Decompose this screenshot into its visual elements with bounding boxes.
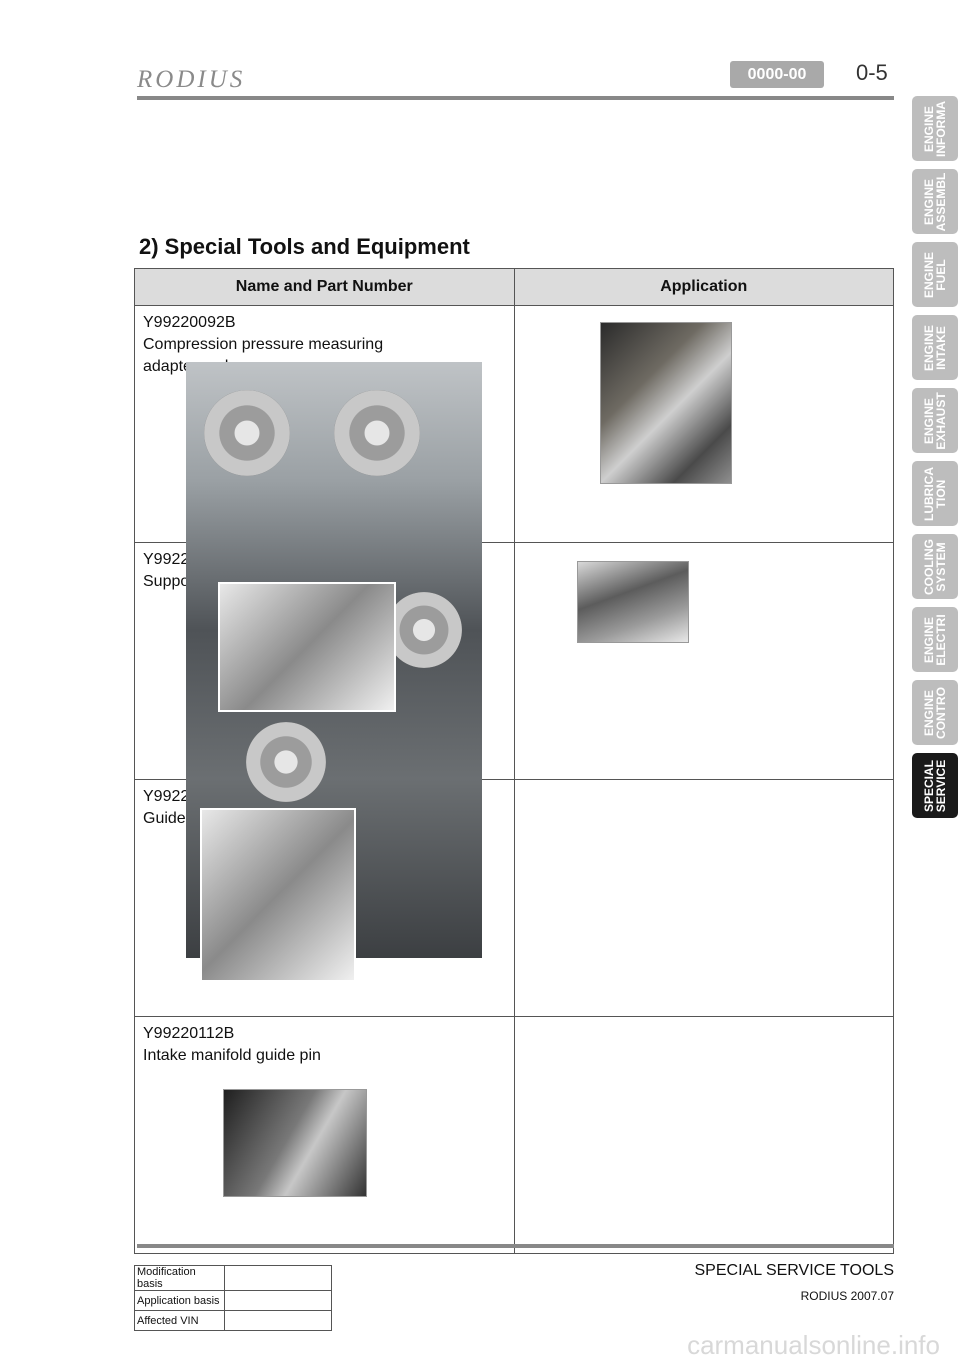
brand-logo: RODIUS: [137, 66, 246, 93]
footer-model-date: RODIUS 2007.07: [800, 1289, 894, 1303]
watermark: carmanualsonline.info: [687, 1330, 940, 1360]
detail-inset-photo: [218, 582, 396, 712]
detail-inset-photo-lower: [200, 808, 356, 982]
tab-special-service[interactable]: SPECIAL SERVICE: [912, 753, 958, 818]
footer-divider: [137, 1244, 894, 1248]
camshaft-sprocket-left: [204, 390, 290, 476]
affected-vin-label: Affected VIN: [134, 1310, 225, 1331]
modification-basis-value: [224, 1265, 332, 1291]
modification-basis-label: Modification basis: [134, 1265, 225, 1291]
page-number: 0-5: [856, 60, 888, 85]
tab-engine-electrical[interactable]: ENGINE ELECTRI: [912, 607, 958, 672]
tab-engine-information[interactable]: ENGINE INFORMA: [912, 96, 958, 161]
table-header-row: Name and Part Number Application: [134, 268, 894, 306]
affected-vin-value: [224, 1310, 332, 1331]
tool-description: Guide: [143, 810, 186, 827]
idler-sprocket: [386, 592, 462, 668]
section-title: 2) Special Tools and Equipment: [139, 234, 470, 259]
tab-engine-intake[interactable]: ENGINE INTAKE: [912, 315, 958, 380]
application-photo: [576, 561, 689, 643]
tool-photo: [223, 1089, 367, 1197]
timing-chain-photo: [186, 362, 482, 982]
part-number: Y9922: [143, 551, 190, 568]
tab-engine-assembly[interactable]: ENGINE ASSEMBL: [912, 169, 958, 234]
tab-engine-fuel[interactable]: ENGINE FUEL: [912, 242, 958, 307]
tab-engine-control[interactable]: ENGINE CONTRO: [912, 680, 958, 745]
tool-name-cell: Y99220112B Intake manifold guide pin: [134, 1016, 515, 1254]
header-divider: [137, 96, 894, 100]
tool-description: Compression pressure measuring: [143, 336, 384, 353]
table-row: Y99220112B Intake manifold guide pin: [134, 1016, 894, 1254]
part-number: Y9922: [143, 788, 190, 805]
tab-engine-exhaust[interactable]: ENGINE EXHAUST: [912, 388, 958, 453]
application-cell: [513, 542, 894, 780]
application-basis-label: Application basis: [134, 1290, 225, 1311]
application-basis-value: [224, 1290, 332, 1311]
column-header-application: Application: [513, 268, 894, 306]
application-photo: [599, 322, 732, 484]
modification-table: Modification basis Application basis Aff…: [134, 1265, 332, 1331]
part-number: Y99220112B: [143, 1025, 235, 1042]
section-code-badge: 0000-00: [730, 61, 824, 88]
application-cell: [513, 779, 894, 1017]
part-number: Y99220092B: [143, 314, 236, 331]
camshaft-sprocket-right: [334, 390, 420, 476]
tab-cooling-system[interactable]: COOLING SYSTEM: [912, 534, 958, 599]
crankshaft-sprocket: [246, 722, 326, 802]
tab-lubrication[interactable]: LUBRICA TION: [912, 461, 958, 526]
tool-description: Intake manifold guide pin: [143, 1047, 321, 1064]
application-cell: [513, 305, 894, 543]
application-cell: [513, 1016, 894, 1254]
column-header-name: Name and Part Number: [134, 268, 515, 306]
footer-section-title: SPECIAL SERVICE TOOLS: [694, 1262, 895, 1279]
tool-description: Suppo: [143, 573, 190, 590]
